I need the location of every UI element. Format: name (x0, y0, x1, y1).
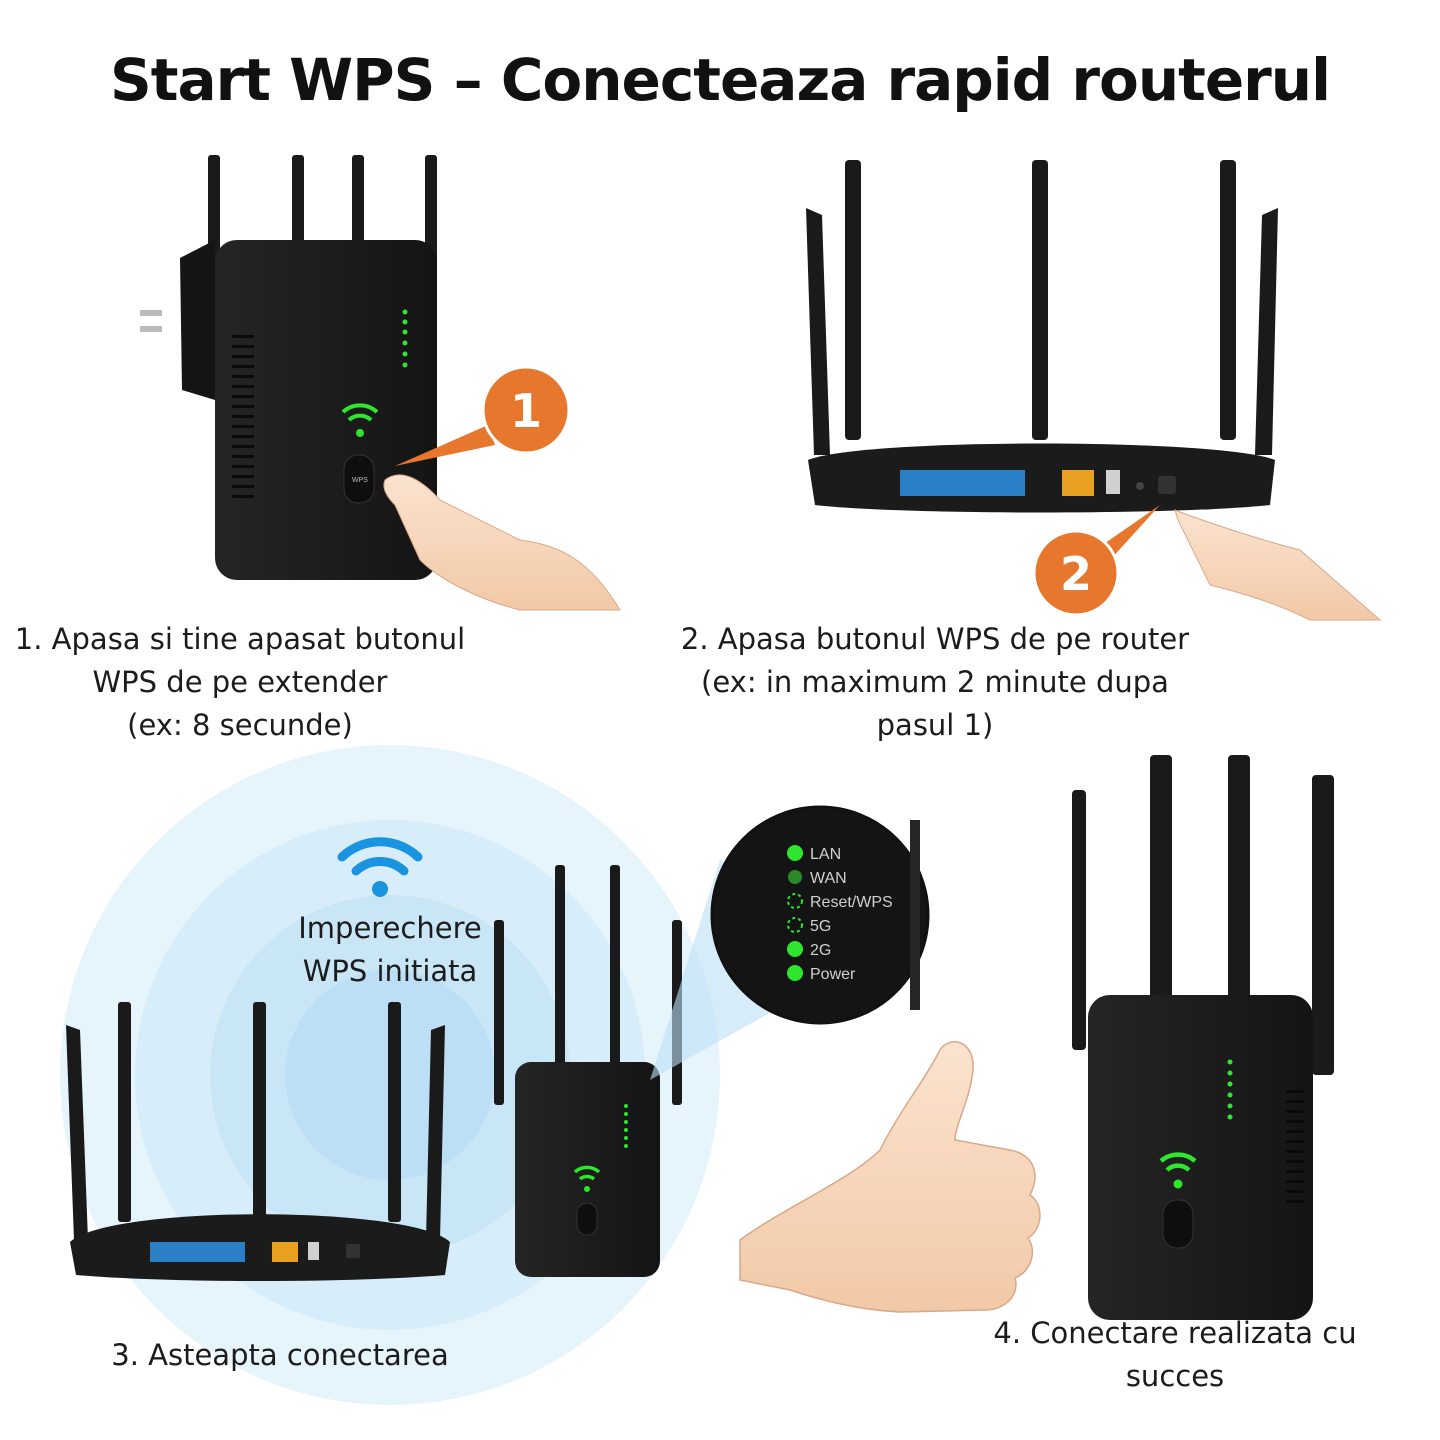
step1-line-1: 1. Apasa si tine apasat butonul (14, 622, 466, 656)
step1-badge: 1 (510, 384, 542, 438)
wps-button-label: WPS (352, 477, 368, 484)
zoom-led-2g: 2G (810, 942, 831, 959)
pairing-label-line-1: Imperechere (298, 911, 482, 945)
zoom-led-power: Power (810, 966, 856, 983)
pairing-label-line-2: WPS initiata (302, 954, 478, 988)
led-zoom-panel: LAN WAN Reset/WPS 5G 2G Power (710, 805, 930, 1025)
page-title: Start WPS – Conecteaza rapid routerul (110, 46, 1331, 114)
step2-caption: 2. Apasa butonul WPS de pe router (ex: i… (640, 618, 1230, 747)
step2-line-3: pasul 1) (876, 708, 994, 742)
pairing-label: Imperechere WPS initiata (270, 907, 510, 993)
step3-line-1: 3. Asteapta conectarea (111, 1338, 449, 1372)
step4-line-2: succes (1125, 1359, 1225, 1393)
zoom-led-5g: 5G (810, 918, 831, 935)
zoom-led-reset-wps: Reset/WPS (810, 894, 893, 911)
step4-caption: 4. Conectare realizata cu succes (955, 1312, 1395, 1398)
step2-line-2: (ex: in maximum 2 minute dupa (701, 665, 1169, 699)
step1-caption: 1. Apasa si tine apasat butonul WPS de p… (0, 618, 480, 747)
zoom-led-wan: WAN (810, 870, 847, 887)
step1-line-2: WPS de pe extender (92, 665, 388, 699)
step3-router (66, 1002, 450, 1281)
thumbs-up-hand (739, 1041, 1041, 1313)
step2-badge: 2 (1060, 547, 1092, 601)
wifi-icon (337, 837, 423, 897)
step2-line-1: 2. Apasa butonul WPS de pe router (680, 622, 1190, 656)
step4-extender (1072, 755, 1334, 1320)
step1-extender: WPS 1 (140, 155, 621, 611)
step1-line-3: (ex: 8 secunde) (127, 708, 353, 742)
step3-caption: 3. Asteapta conectarea (60, 1334, 500, 1377)
step2-router: 2 (806, 160, 1382, 621)
step4-line-1: 4. Conectare realizata cu (993, 1316, 1357, 1350)
zoom-led-lan: LAN (810, 846, 841, 863)
